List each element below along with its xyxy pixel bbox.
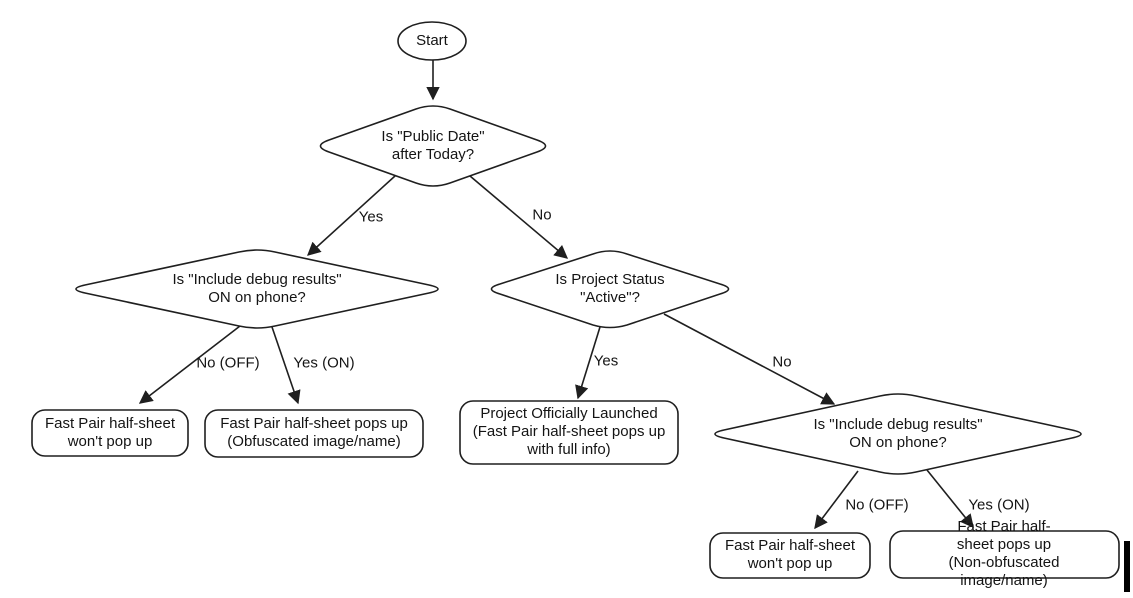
terminal-launched-shape (459, 400, 679, 465)
edge-debug-right-no-off (814, 470, 859, 530)
edge-debug-right-yes-on (926, 469, 974, 529)
edge-debug-left-yes-on (271, 326, 301, 405)
terminal-no-popup-right-shape (709, 532, 871, 579)
decision-project-status-shape (490, 250, 730, 329)
edge-project-status-yes (575, 326, 601, 400)
terminal-obfuscated-shape (204, 409, 424, 458)
decision-debug-right-shape (714, 393, 1082, 475)
decision-public-date-shape (319, 105, 547, 187)
start-oval (397, 21, 467, 61)
terminal-no-popup-left-shape (31, 409, 189, 457)
edge-public-date-no (469, 175, 569, 259)
text-cursor-artifact (1124, 541, 1130, 592)
decision-debug-left-shape (75, 249, 439, 329)
edge-project-status-no (663, 313, 836, 405)
terminal-non-obfuscated-shape (889, 530, 1120, 579)
edge-debug-left-no-off (138, 325, 241, 404)
edge-public-date-yes (306, 175, 396, 256)
